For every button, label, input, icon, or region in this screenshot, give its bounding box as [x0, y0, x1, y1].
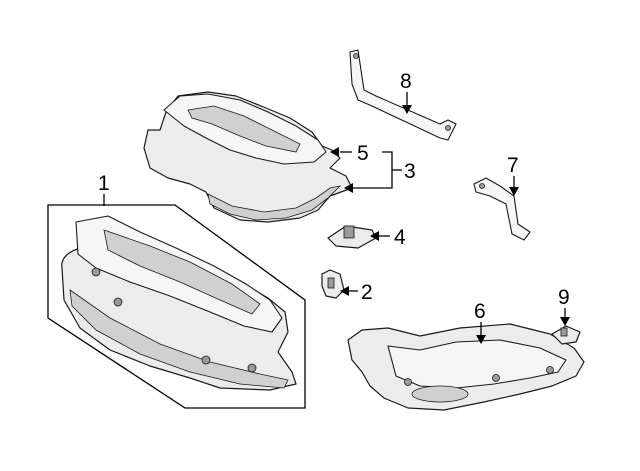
- callout-9: 9: [558, 286, 570, 309]
- callout-6: 6: [474, 300, 486, 323]
- arrow-9: [560, 317, 570, 326]
- part-1-cover-grille: [103, 229, 261, 315]
- callout-2: 2: [361, 281, 373, 304]
- arrow-4: [370, 231, 379, 241]
- part-1-fastener-hole: [91, 267, 101, 277]
- part-1-lower-cover-group: [47, 204, 306, 409]
- part-1-fastener-hole: [247, 363, 257, 373]
- callout-labels: 1 2 3 4 5 6 7 8 9: [98, 70, 570, 323]
- part-5-panel-ribbing: [187, 105, 301, 153]
- part-2-retainer-group: [321, 269, 345, 299]
- part-8-bracket[interactable]: [349, 49, 457, 141]
- part-8-bolt-hole: [445, 125, 451, 131]
- part-4-nut-clip-group: [327, 225, 377, 249]
- arrow-2: [340, 286, 349, 296]
- callout-1: 1: [98, 172, 110, 195]
- part-7-bolt-hole: [479, 183, 485, 189]
- part-6-underbody-shield-group: [347, 323, 585, 411]
- callout-7: 7: [507, 154, 519, 177]
- arrow-7: [509, 187, 519, 196]
- part-1-fastener-hole: [113, 297, 123, 307]
- part-6-fastener-hole: [404, 378, 412, 386]
- part-8-bracket-group: [349, 49, 457, 141]
- part-3-shield-lower-lip: [207, 185, 342, 221]
- part-2-retainer-slot: [327, 277, 335, 289]
- callout-4: 4: [394, 226, 406, 249]
- part-1-cover-lip: [69, 289, 289, 389]
- part-6-fastener-hole: [492, 374, 500, 382]
- callout-3: 3: [404, 160, 416, 183]
- part-1-fastener-hole: [201, 355, 211, 365]
- part-6-shield-inner-panel: [387, 339, 567, 389]
- part-9-clip-group: [551, 325, 581, 345]
- part-6-shield-recess: [411, 385, 469, 403]
- part-3-splash-shield-group: [143, 91, 353, 223]
- arrow-3: [344, 183, 353, 193]
- leader-lines: [103, 92, 570, 344]
- part-4-nut-boss: [343, 225, 355, 239]
- part-7-bracket[interactable]: [473, 177, 531, 241]
- arrow-5: [330, 147, 339, 157]
- part-9-clip-stem: [560, 327, 568, 337]
- part-1-inset-box: [47, 204, 306, 409]
- part-6-fastener-hole: [546, 366, 554, 374]
- callout-8: 8: [400, 70, 412, 93]
- arrow-8: [402, 105, 412, 114]
- callout-5: 5: [357, 142, 369, 165]
- part-7-bracket-group: [473, 177, 531, 241]
- arrow-6: [476, 335, 486, 344]
- part-8-bolt-hole: [353, 53, 359, 59]
